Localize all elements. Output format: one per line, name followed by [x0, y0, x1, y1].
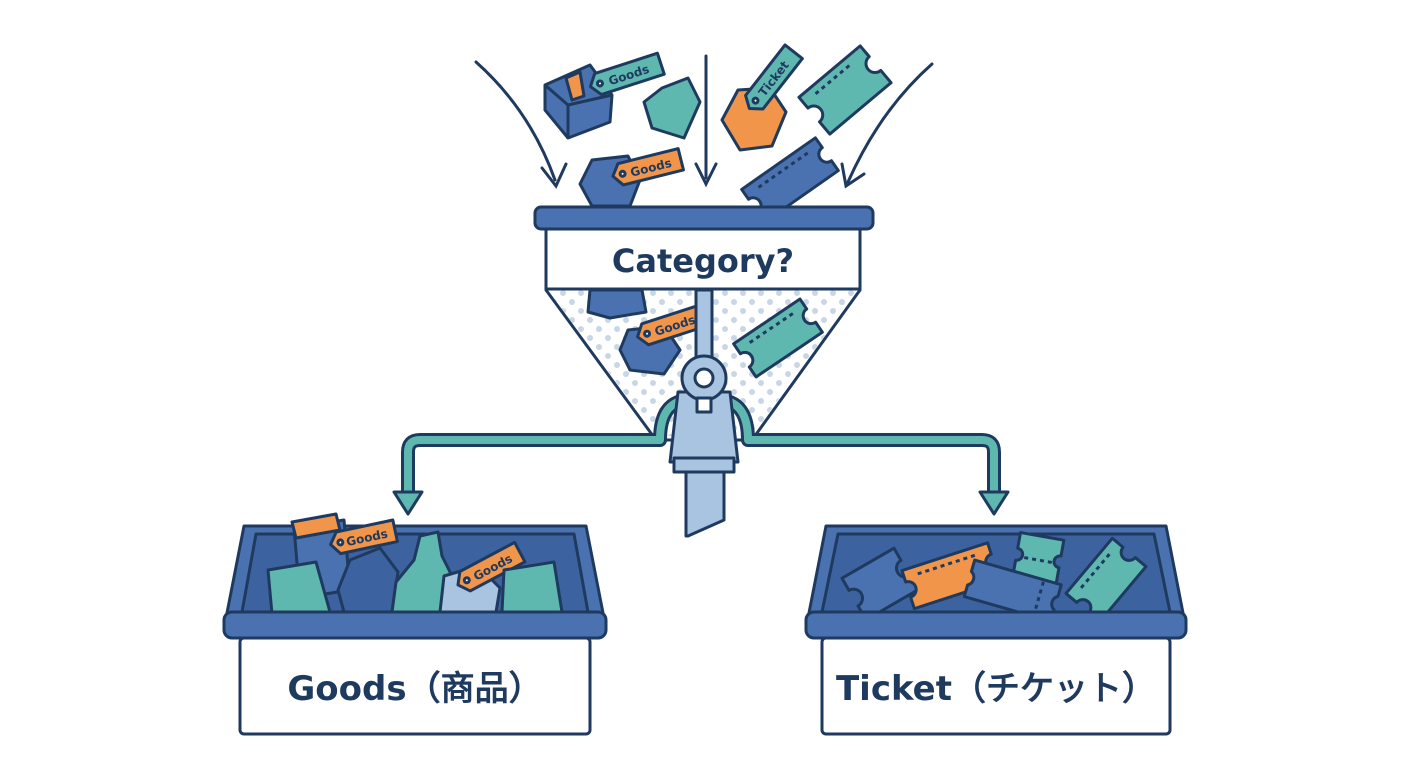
ticket-bin-rim [804, 610, 1188, 640]
route-ticket-head [978, 490, 1010, 516]
falling-items: Goods Ticket Goods [543, 43, 893, 224]
incoming-arrows [474, 54, 934, 189]
ticket-item-1 [797, 44, 893, 136]
sorter-valve [668, 354, 740, 538]
goods-bin-rim [222, 610, 608, 640]
funnel-shaft [694, 288, 714, 362]
goods-tag-1: Goods [588, 51, 666, 97]
funnel-rim [533, 205, 875, 231]
goods-bin-label: Goods（商品） [287, 669, 542, 709]
ticket-label-box [820, 636, 1172, 736]
arrow-left [474, 60, 557, 182]
goods-tag-3: Goods [636, 303, 710, 347]
ticket-item-3 [732, 297, 824, 379]
arrow-left-head [540, 162, 568, 189]
route-goods-head [392, 490, 424, 516]
ticket-item-8 [1064, 536, 1148, 624]
goods-label-box [238, 636, 592, 736]
routing-arrows [392, 393, 1010, 516]
valve-pivot-center [693, 367, 715, 389]
ticket-bin-label: Ticket（チケット） [836, 669, 1156, 709]
arrow-right-head [840, 162, 866, 189]
goods-tag-4: Goods [329, 518, 399, 556]
funnel-label: Category? [612, 242, 794, 280]
valve-nozzle [684, 470, 726, 538]
ticket-item-2 [740, 136, 840, 224]
ticket-bin: Ticket（チケット） [804, 524, 1188, 736]
goods-bin: Goods Goods Goods（商品） [222, 512, 608, 736]
arrow-right [846, 62, 934, 184]
goods-box-3 [500, 560, 564, 614]
inner-box [586, 288, 648, 320]
valve-stem [695, 396, 713, 414]
teal-hexagon [642, 76, 702, 140]
goods-tag-2: Goods [611, 147, 685, 187]
valve-collar [672, 456, 736, 474]
arrow-center-head [694, 162, 718, 188]
goods-tag-5: Goods [456, 540, 527, 593]
